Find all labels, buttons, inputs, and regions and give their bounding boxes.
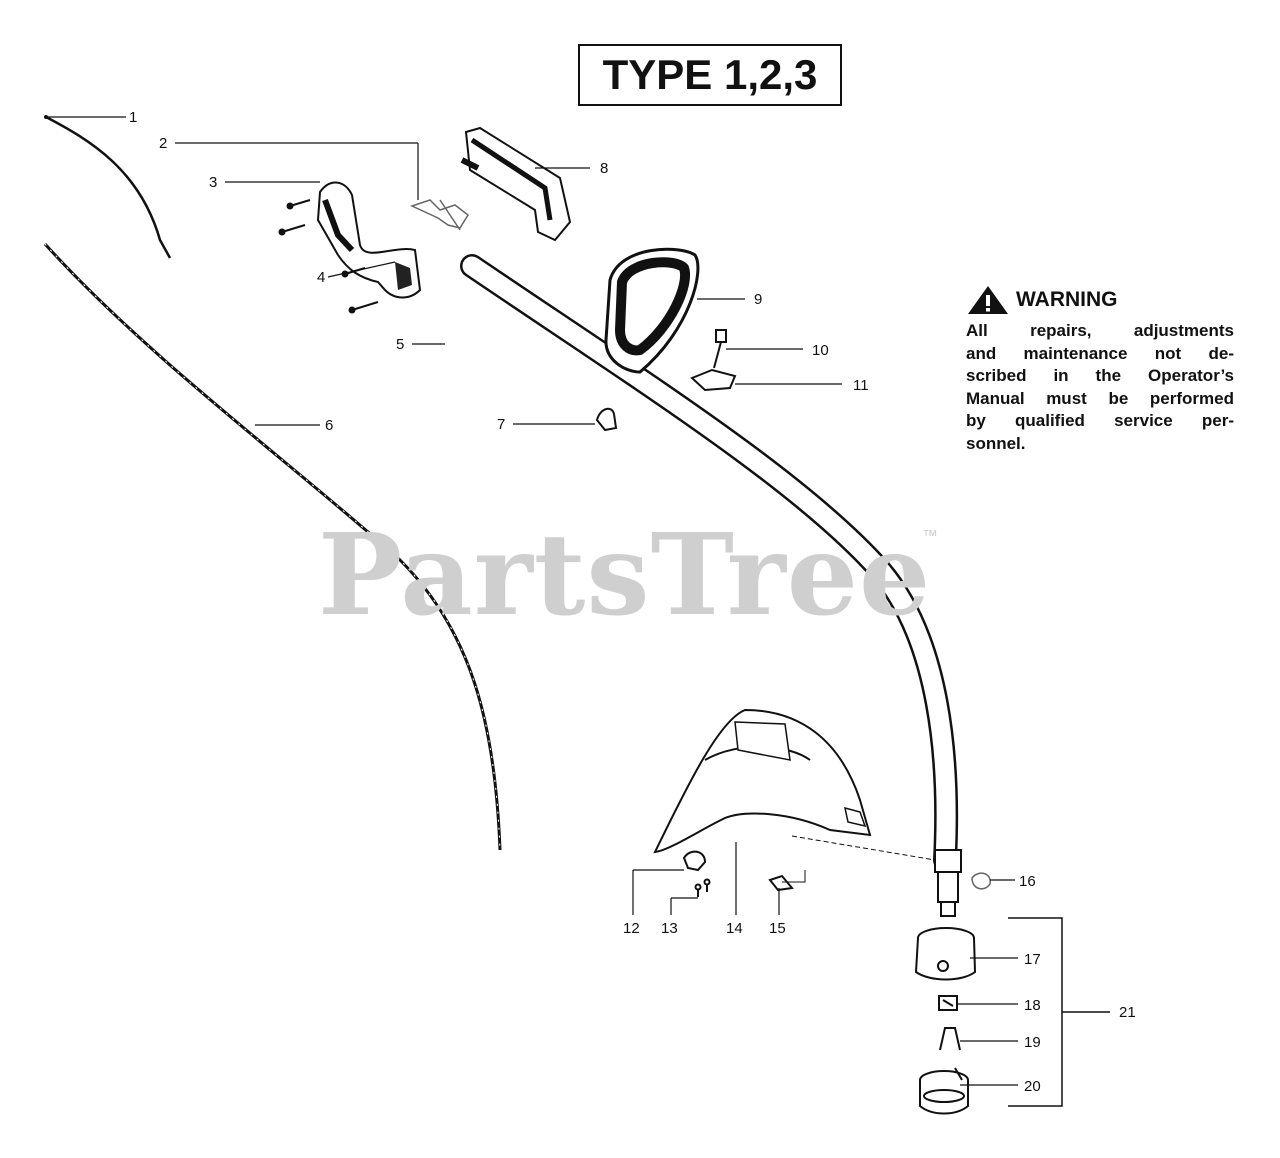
warning-title: WARNING [1016, 288, 1118, 311]
callout-numbers: 1 2 3 4 5 6 7 8 9 10 11 12 13 14 15 16 1… [129, 109, 1136, 1095]
watermark-logo: PartsTree [318, 510, 932, 641]
callout-20: 20 [1024, 1078, 1041, 1095]
callout-14: 14 [726, 920, 743, 937]
watermark-trademark: ™ [922, 528, 938, 545]
warning-line: by qualified service per- [966, 411, 1234, 430]
warning-text: All repairs, adjustments and maintenance… [966, 320, 1234, 455]
callout-10: 10 [812, 342, 829, 359]
warning-line: sonnel. [966, 433, 1026, 453]
callout-3: 3 [209, 174, 217, 191]
part-clamp [690, 368, 737, 392]
callout-15: 15 [769, 920, 786, 937]
part-bracket [682, 850, 707, 872]
callout-2: 2 [159, 135, 167, 152]
part-clamp-screw [971, 872, 991, 890]
callout-9: 9 [754, 291, 762, 308]
callout-16: 16 [1019, 873, 1036, 890]
part-screws-13 [694, 878, 711, 897]
callout-21: 21 [1119, 1004, 1136, 1021]
part-bolt [713, 329, 727, 369]
callout-17: 17 [1024, 951, 1041, 968]
callout-11: 11 [853, 377, 869, 394]
part-loop-handle [604, 247, 700, 374]
part-wing-nut [595, 407, 618, 432]
callout-5: 5 [396, 336, 404, 353]
warning-line: and maintenance not de- [966, 343, 1234, 363]
type-label: TYPE 1,2,3 [578, 44, 842, 106]
part-spool [919, 1067, 969, 1115]
callout-1: 1 [129, 109, 137, 126]
part-gear-head [934, 849, 962, 917]
warning-heading: WARNING [966, 284, 1234, 316]
callout-6: 6 [325, 417, 333, 434]
warning-notice: WARNING All repairs, adjustments and mai… [966, 284, 1234, 455]
warning-line: scribed in the Operator’s [966, 366, 1234, 385]
warning-line: Manual must be performed [966, 388, 1234, 408]
part-throttle-cable [45, 115, 172, 259]
part-debris-shield [653, 708, 872, 854]
callout-4: 4 [317, 269, 325, 286]
part-trimmer-head-housing [914, 927, 977, 981]
warning-triangle-icon [968, 286, 1008, 314]
screws-3-4 [278, 199, 379, 314]
assembly-bracket-21 [1008, 917, 1110, 1107]
part-line-blade [768, 874, 794, 892]
callout-19: 19 [1024, 1034, 1041, 1051]
part-spring-clip [939, 1027, 961, 1051]
callout-13: 13 [661, 920, 678, 937]
warning-line: All repairs, adjustments [966, 321, 1234, 340]
part-throttle-parts [409, 199, 469, 231]
callout-8: 8 [600, 160, 608, 177]
part-handle-housing [316, 181, 422, 299]
callout-18: 18 [1024, 997, 1041, 1014]
callout-7: 7 [497, 416, 505, 433]
callout-12: 12 [623, 920, 640, 937]
part-nut [938, 995, 958, 1011]
leader-lines [48, 116, 1018, 1086]
part-handle-cover [460, 126, 572, 242]
